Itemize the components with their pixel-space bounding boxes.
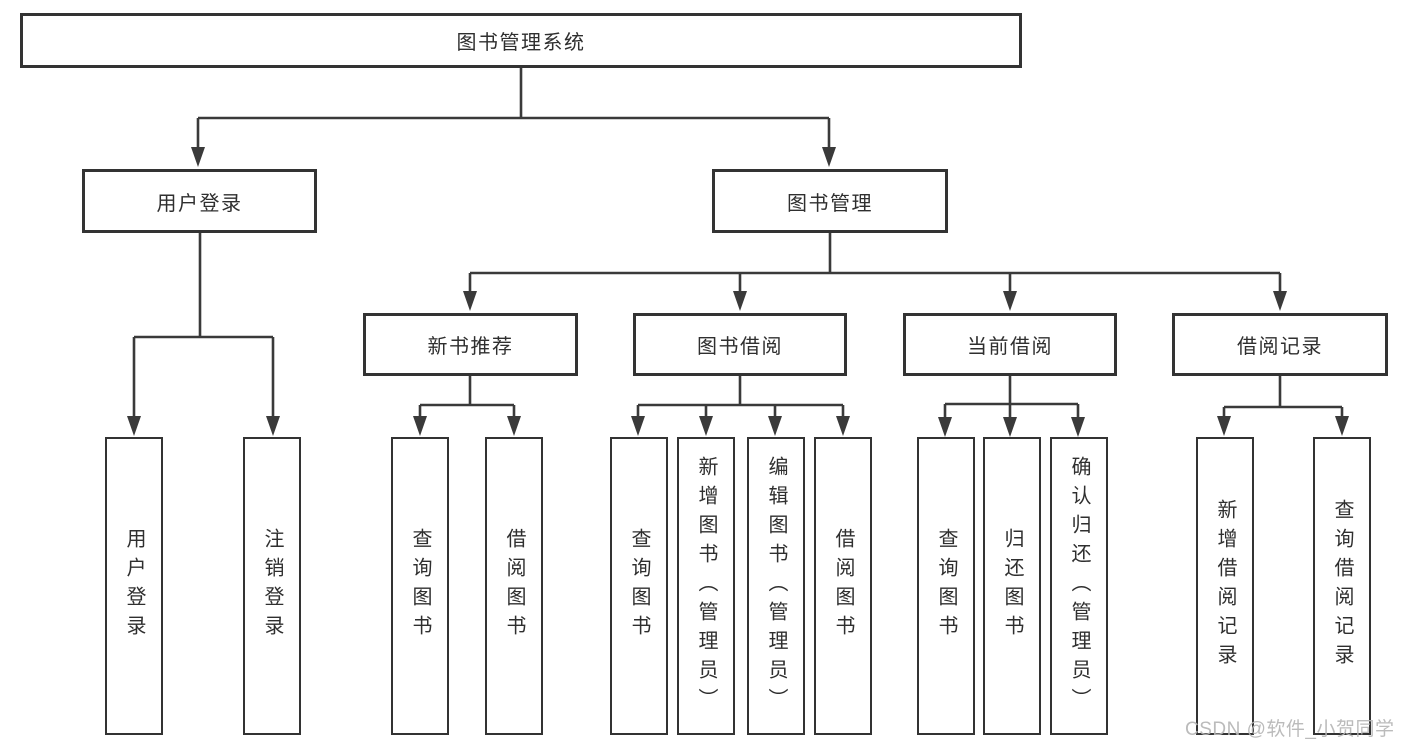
node-new-book-recommend-label: 新书推荐 bbox=[427, 336, 514, 358]
leaf-add-book-admin-label: 新增图书（管理员） bbox=[695, 455, 717, 717]
leaf-borrow-books: 借阅图书 bbox=[814, 437, 872, 735]
arrow-down-icon bbox=[507, 416, 521, 436]
leaf-confirm-return-admin: 确认归还（管理员） bbox=[1050, 437, 1108, 735]
arrow-down-icon bbox=[733, 291, 747, 311]
leaf-return-book: 归还图书 bbox=[983, 437, 1041, 735]
arrow-down-icon bbox=[1217, 416, 1231, 436]
node-user-login: 用户登录 bbox=[82, 169, 317, 233]
arrow-down-icon bbox=[631, 416, 645, 436]
leaf-query-books-recommend: 查询图书 bbox=[391, 437, 449, 735]
watermark: CSDN @软件_小贺同学 bbox=[1185, 719, 1395, 740]
leaf-add-book-admin: 新增图书（管理员） bbox=[677, 437, 735, 735]
leaf-query-books-borrow: 查询图书 bbox=[610, 437, 668, 735]
arrow-down-icon bbox=[1071, 417, 1085, 437]
leaf-borrow-books-label: 借阅图书 bbox=[832, 528, 854, 644]
arrow-down-icon bbox=[1003, 291, 1017, 311]
arrow-down-icon bbox=[836, 416, 850, 436]
arrow-down-icon bbox=[191, 147, 205, 167]
arrow-down-icon bbox=[413, 416, 427, 436]
leaf-query-books-current: 查询图书 bbox=[917, 437, 975, 735]
arrow-down-icon bbox=[699, 416, 713, 436]
leaf-logout-label: 注销登录 bbox=[261, 528, 283, 644]
leaf-add-borrow-record: 新增借阅记录 bbox=[1196, 437, 1254, 735]
node-borrow-records-label: 借阅记录 bbox=[1237, 336, 1323, 358]
leaf-query-books-borrow-label: 查询图书 bbox=[628, 528, 650, 644]
leaf-query-borrow-record: 查询借阅记录 bbox=[1313, 437, 1371, 735]
node-book-management: 图书管理 bbox=[712, 169, 948, 233]
arrow-down-icon bbox=[1003, 417, 1017, 437]
arrow-down-icon bbox=[1335, 416, 1349, 436]
leaf-query-borrow-record-label: 查询借阅记录 bbox=[1331, 499, 1353, 673]
leaf-add-borrow-record-label: 新增借阅记录 bbox=[1214, 499, 1236, 673]
leaf-logout: 注销登录 bbox=[243, 437, 301, 735]
leaf-query-books-recommend-label: 查询图书 bbox=[409, 528, 431, 644]
leaf-edit-book-admin-label: 编辑图书（管理员） bbox=[765, 455, 787, 717]
arrow-down-icon bbox=[1273, 291, 1287, 311]
arrow-down-icon bbox=[266, 416, 280, 436]
leaf-borrow-books-recommend: 借阅图书 bbox=[485, 437, 543, 735]
leaf-user-login: 用户登录 bbox=[105, 437, 163, 735]
arrow-down-icon bbox=[463, 291, 477, 311]
node-user-login-label: 用户登录 bbox=[156, 192, 243, 215]
leaf-confirm-return-admin-label: 确认归还（管理员） bbox=[1068, 455, 1090, 717]
node-book-borrow-label: 图书借阅 bbox=[697, 336, 783, 358]
leaf-user-login-label: 用户登录 bbox=[123, 528, 145, 644]
arrow-down-icon bbox=[938, 417, 952, 437]
node-current-borrow-label: 当前借阅 bbox=[967, 336, 1053, 358]
node-root: 图书管理系统 bbox=[20, 13, 1022, 68]
node-root-label: 图书管理系统 bbox=[456, 32, 586, 54]
leaf-edit-book-admin: 编辑图书（管理员） bbox=[747, 437, 805, 735]
leaf-query-books-current-label: 查询图书 bbox=[935, 528, 957, 644]
arrow-down-icon bbox=[768, 416, 782, 436]
node-book-borrow: 图书借阅 bbox=[633, 313, 847, 376]
node-book-management-label: 图书管理 bbox=[787, 192, 873, 215]
arrow-down-icon bbox=[127, 416, 141, 436]
arrow-down-icon bbox=[822, 147, 836, 167]
connector-path bbox=[132, 68, 1344, 420]
node-new-book-recommend: 新书推荐 bbox=[363, 313, 578, 376]
node-borrow-records: 借阅记录 bbox=[1172, 313, 1388, 376]
leaf-return-book-label: 归还图书 bbox=[1001, 528, 1023, 644]
node-current-borrow: 当前借阅 bbox=[903, 313, 1117, 376]
leaf-borrow-books-recommend-label: 借阅图书 bbox=[503, 528, 525, 644]
